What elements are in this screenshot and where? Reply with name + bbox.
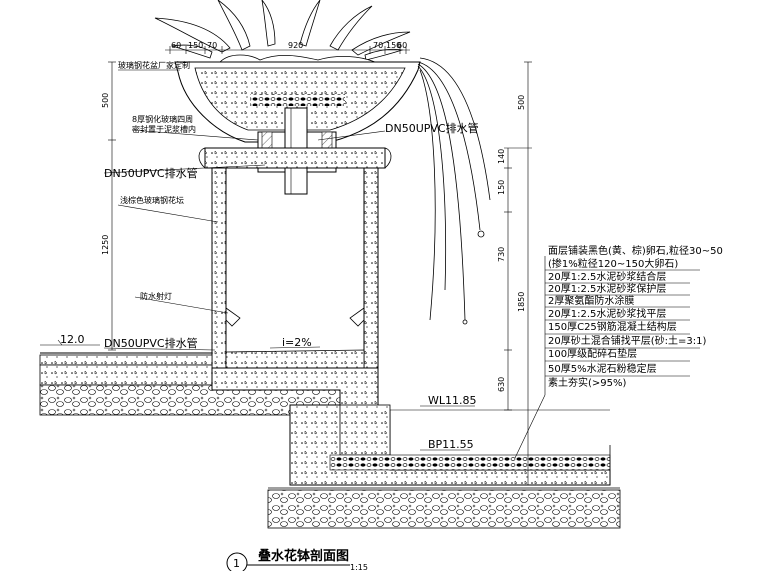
leader-lines (103, 69, 386, 351)
spec-line: 2厚聚氨酯防水涂膜 (548, 294, 634, 307)
dim-label: 150 (386, 41, 401, 50)
right-vdim-label: 500 (517, 95, 526, 110)
right-vdim-label: 140 (497, 149, 506, 164)
bottom-elevation: BP11.55 (428, 438, 474, 451)
title-text: 叠水花钵剖面图 (258, 548, 349, 564)
spec-line: 20厚1:2.5水泥砂浆结合层 (548, 270, 666, 283)
drain-pipe-right-label: DN50UPVC排水管 (385, 121, 479, 135)
right-vdim-label: 1850 (517, 292, 526, 312)
water-jets (417, 57, 491, 325)
pedestal-body (198, 147, 392, 371)
glass-ring-label: 密封置于泥浆槽内 (132, 124, 196, 134)
right-vertical-dimension (504, 61, 532, 486)
title-scale: 1:15 (350, 563, 368, 571)
spec-line: 150厚C25钢筋混凝土结构层 (548, 320, 677, 333)
spec-line: 素土夯实(>95%) (548, 376, 627, 389)
dim-label: 70 (207, 41, 217, 50)
drain-pipe-upper-label: DN50UPVC排水管 (104, 166, 198, 180)
top-dimension (165, 46, 410, 54)
slope-label: i=2% (282, 336, 312, 349)
right-vdim-label: 630 (497, 377, 506, 392)
spec-line: (掺1%粒径120~150大卵石) (548, 257, 678, 270)
spec-line: 100厚级配碎石垫层 (548, 347, 637, 360)
ground-elevation: 12.0 (60, 333, 85, 346)
wall-tile-label: 浅棕色玻璃钢花坛 (120, 195, 184, 205)
spec-line: 20厚砂土混合铺找平层(砂:土=3:1) (548, 334, 706, 347)
left-vertical-dimension (108, 61, 116, 351)
waterproof-spotlight (225, 307, 365, 327)
plant-foliage (154, 0, 411, 61)
dim-label: 70 (373, 41, 383, 50)
drain-pipe-lower-label: DN50UPVC排水管 (104, 336, 198, 350)
pool-structure (211, 367, 621, 529)
title-number: 1 (233, 557, 240, 570)
dim-label: 150 (188, 41, 203, 50)
spec-line: 20厚1:2.5水泥砂浆保护层 (548, 282, 666, 295)
spec-line: 50厚5%水泥石粉稳定层 (548, 362, 657, 375)
left-vdim-label: 500 (101, 93, 110, 108)
right-vdim-label: 730 (497, 247, 506, 262)
top-dimension-labels: 60 150 70 920 70 150 60 (171, 41, 407, 50)
glass-ring-label: 8厚钢化玻璃四周 (132, 114, 193, 124)
dim-label: 60 (397, 41, 407, 50)
left-vdim-label: 1250 (101, 235, 110, 255)
frp-basin-label: 玻璃钢花盆厂家定制 (118, 60, 190, 70)
spotlight-label: 防水射灯 (140, 291, 172, 301)
dim-label: 60 (171, 41, 181, 50)
water-level-lines (40, 339, 610, 451)
water-level-elevation: WL11.85 (428, 394, 477, 407)
material-spec-stack: 面层铺装黑色(黄、棕)卵石,粒径30~50 (掺1%粒径120~150大卵石) … (514, 244, 723, 459)
frp-basin (174, 54, 421, 143)
right-vdim-label: 150 (497, 180, 506, 195)
drawing-title: 1 叠水花钵剖面图 1:15 (226, 548, 368, 571)
spec-line: 面层铺装黑色(黄、棕)卵石,粒径30~50 (548, 244, 723, 257)
dim-label: 920 (288, 41, 303, 50)
spec-line: 20厚1:2.5水泥砂浆找平层 (548, 307, 666, 320)
